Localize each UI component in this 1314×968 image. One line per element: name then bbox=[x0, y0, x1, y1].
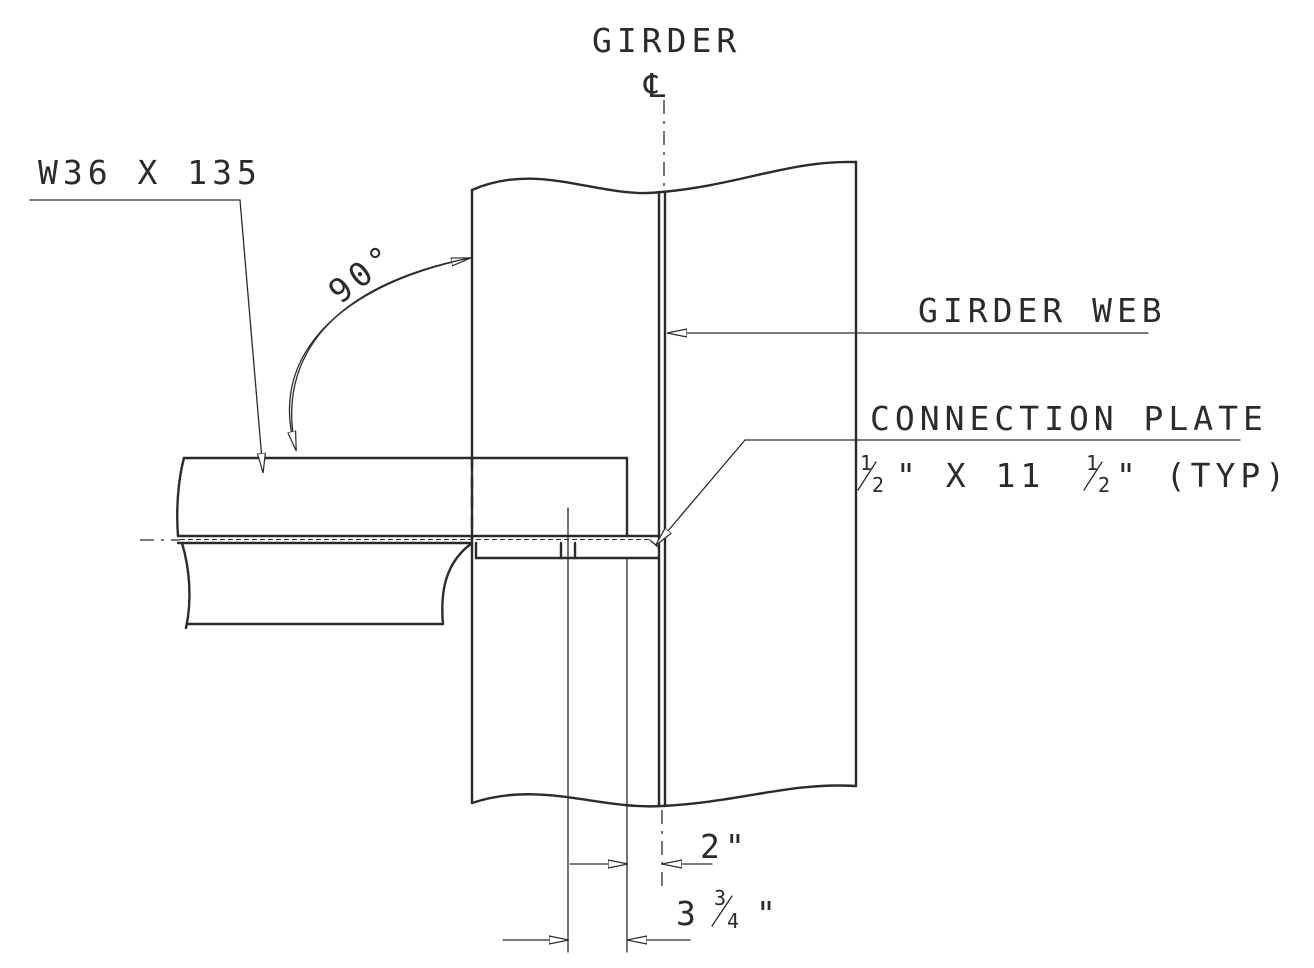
plate-frac1-den: 2 bbox=[872, 473, 884, 497]
connection-plate-leader bbox=[656, 439, 1241, 545]
plate-times-text: " X 11 bbox=[896, 456, 1045, 495]
w36-beam bbox=[176, 456, 661, 630]
plate-frac2-den: 2 bbox=[1098, 473, 1110, 497]
plate-frac1-num: 1 bbox=[860, 451, 872, 475]
plate-frac2-num: 1 bbox=[1086, 451, 1098, 475]
dimension-extension-lines bbox=[567, 507, 663, 953]
plate-size-label: 1 2 " X 11 1 2 " (TYP) bbox=[857, 451, 1290, 497]
angle-90-arc bbox=[289, 258, 470, 450]
dim-3-den: 4 bbox=[727, 909, 739, 933]
girder-web-label: GIRDER WEB bbox=[918, 291, 1167, 330]
dim-3-inch: " bbox=[756, 894, 781, 933]
w36-label: W36 X 135 bbox=[38, 153, 262, 192]
dim-3-whole: 3 bbox=[676, 894, 701, 933]
dim-3-3-4-label: 3 3 4 " bbox=[676, 886, 781, 933]
girder-label: GIRDER bbox=[592, 21, 741, 60]
connection-plate-label: CONNECTION PLATE bbox=[870, 399, 1268, 438]
girder-web bbox=[657, 190, 667, 808]
angle-label: 90° bbox=[321, 235, 404, 312]
plate-typ-text: " (TYP) bbox=[1116, 456, 1290, 495]
dim-3-num: 3 bbox=[714, 886, 726, 910]
dim-2in-label: 2" bbox=[700, 827, 750, 866]
centerline-symbol: ℄ bbox=[643, 66, 670, 105]
w36-leader bbox=[29, 199, 263, 472]
